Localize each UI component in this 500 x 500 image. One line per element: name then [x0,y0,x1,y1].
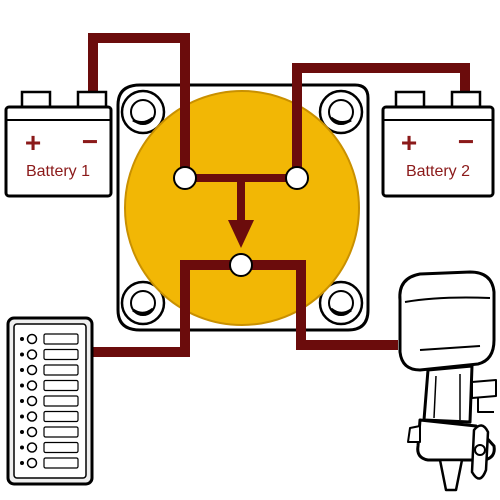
wire-battery-2-to-switch [292,63,470,178]
breaker-label-slot [43,379,79,392]
battery-2-minus-symbol: − [458,126,474,157]
breaker-led-icon [20,445,24,450]
breaker-switch-icon [26,457,38,469]
breaker-led-icon [20,399,24,403]
breaker-label-slot [43,457,79,469]
breaker-label-slot [43,410,79,423]
breaker-led-icon [20,430,24,434]
terminals [173,166,309,277]
breaker-switch-icon [26,364,38,376]
battery-2-plus-symbol: + [401,127,417,158]
breaker-label-slot [43,333,79,345]
motor-cowling [398,270,496,372]
battery-2: + − Battery 2 [381,90,495,198]
breaker-panel [6,316,94,486]
battery-1: + − Battery 1 [4,90,113,198]
breaker-switch-icon [26,333,38,345]
wires [88,33,470,357]
screw-hole-bottom-left [120,280,166,326]
breaker-switch-icon [26,380,38,391]
terminal-2 [285,166,309,190]
screw-hole-bottom-right [318,280,364,326]
battery-1-minus-symbol: − [82,126,98,157]
breaker-led-icon [20,414,24,419]
outboard-motor [398,270,497,492]
screw-hole-top-left [120,89,166,135]
breaker-led-icon [20,352,24,357]
wire-common-to-panel [90,260,241,357]
breaker-led-icon [20,383,24,388]
breaker-switch-icon [26,411,38,422]
motor-shaft [422,364,474,424]
breaker-label-slot [43,364,79,376]
breaker-led-icon [20,337,24,341]
screw-hole-top-right [318,89,364,135]
battery-1-plus-symbol: + [25,127,41,158]
breaker-led-icon [20,461,24,465]
battery-2-label: Battery 2 [406,163,470,180]
breaker-label-slot [43,441,79,454]
breaker-rows [20,333,79,469]
motor-clamp [471,379,497,399]
motor-skeg [438,458,464,492]
breaker-label-slot [43,426,79,438]
selector-indicator [185,174,297,248]
wire-battery-1-to-switch [88,33,190,178]
breaker-switch-icon [26,442,38,453]
arrow-icon [228,220,254,248]
battery-1-label: Battery 1 [26,163,90,180]
wire-common-to-outboard [241,260,398,350]
propeller-icon [470,424,490,480]
breaker-label-slot [43,348,79,361]
terminal-common [229,253,253,277]
breaker-label-slot [43,395,79,407]
breaker-switch-icon [26,426,38,438]
breaker-switch-icon [26,395,38,407]
breaker-led-icon [20,368,24,372]
breaker-switch-icon [26,349,38,360]
terminal-1 [173,166,197,190]
